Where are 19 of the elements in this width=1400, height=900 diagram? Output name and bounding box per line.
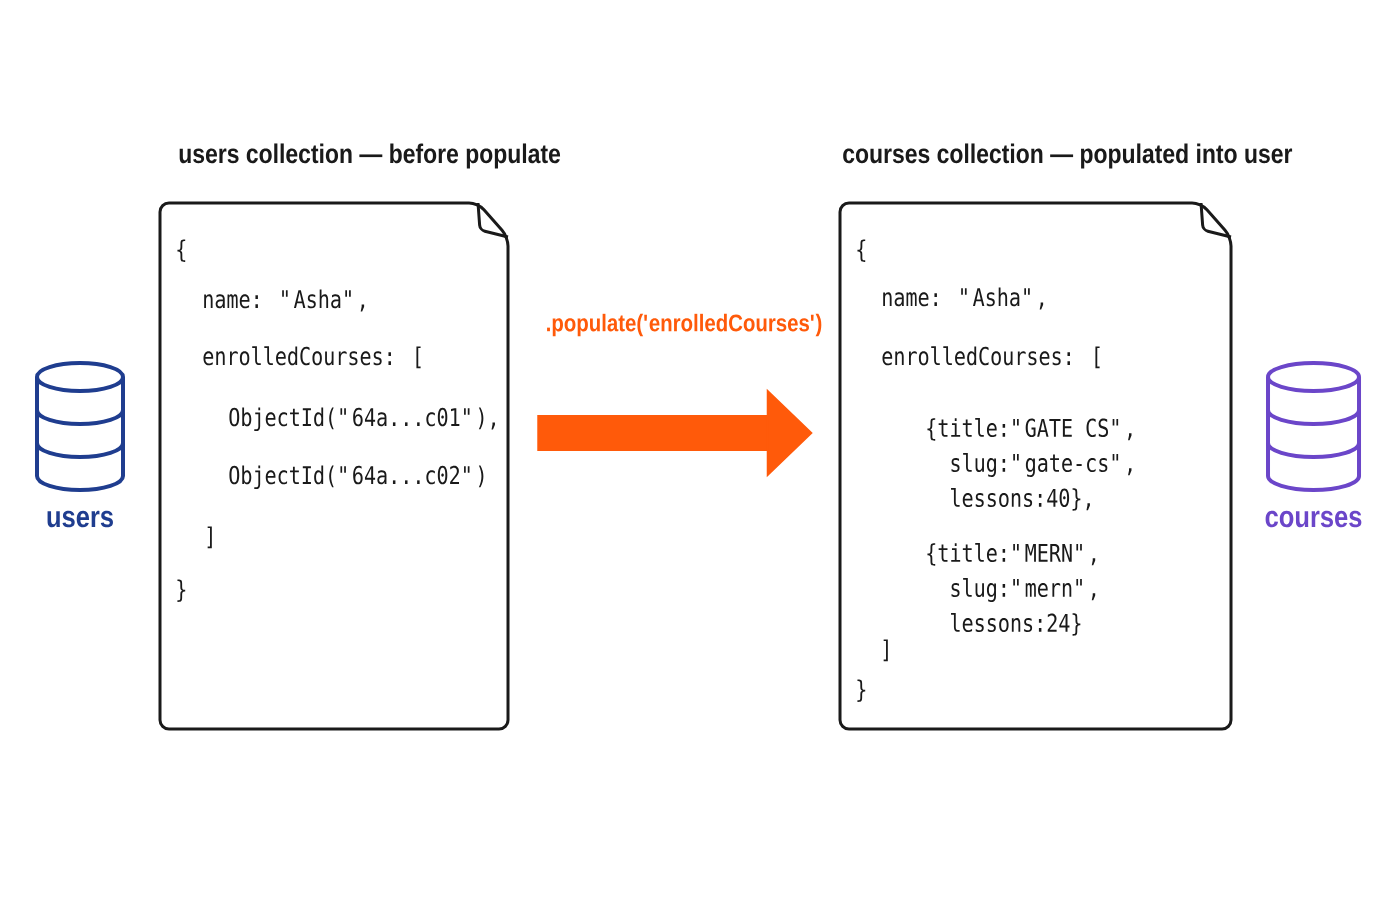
code-text: enrolledCourses: [ xyxy=(882,346,1100,369)
code-text: ] xyxy=(883,639,888,662)
code-text: name: "Asha", xyxy=(204,289,365,312)
heading: users collection — before populate xyxy=(179,143,561,169)
code-text: } xyxy=(857,679,866,702)
code-text: ObjectId("64a...c02") xyxy=(229,465,484,490)
code-text: { xyxy=(177,239,186,262)
code-text: ObjectId("64a...c01"), xyxy=(229,407,495,432)
icon-caption: users xyxy=(47,510,113,528)
code-text: } xyxy=(177,579,186,602)
code-text: { xyxy=(857,239,866,262)
code-text: enrolledCourses: [ xyxy=(203,346,421,369)
heading: courses collection — populated into user xyxy=(843,143,1293,169)
code-text: name: "Asha", xyxy=(883,287,1044,310)
code-text: ] xyxy=(207,526,212,549)
icon-caption: courses xyxy=(1265,510,1362,528)
code-text: {title:"MERN", slug:"mern", lessons:24} xyxy=(927,543,1096,636)
edge-label: .populate('enrolledCourses') xyxy=(544,312,824,338)
code-text: {title:"GATE CS", slug:"gate-cs", lessons:40}, xyxy=(927,418,1132,511)
